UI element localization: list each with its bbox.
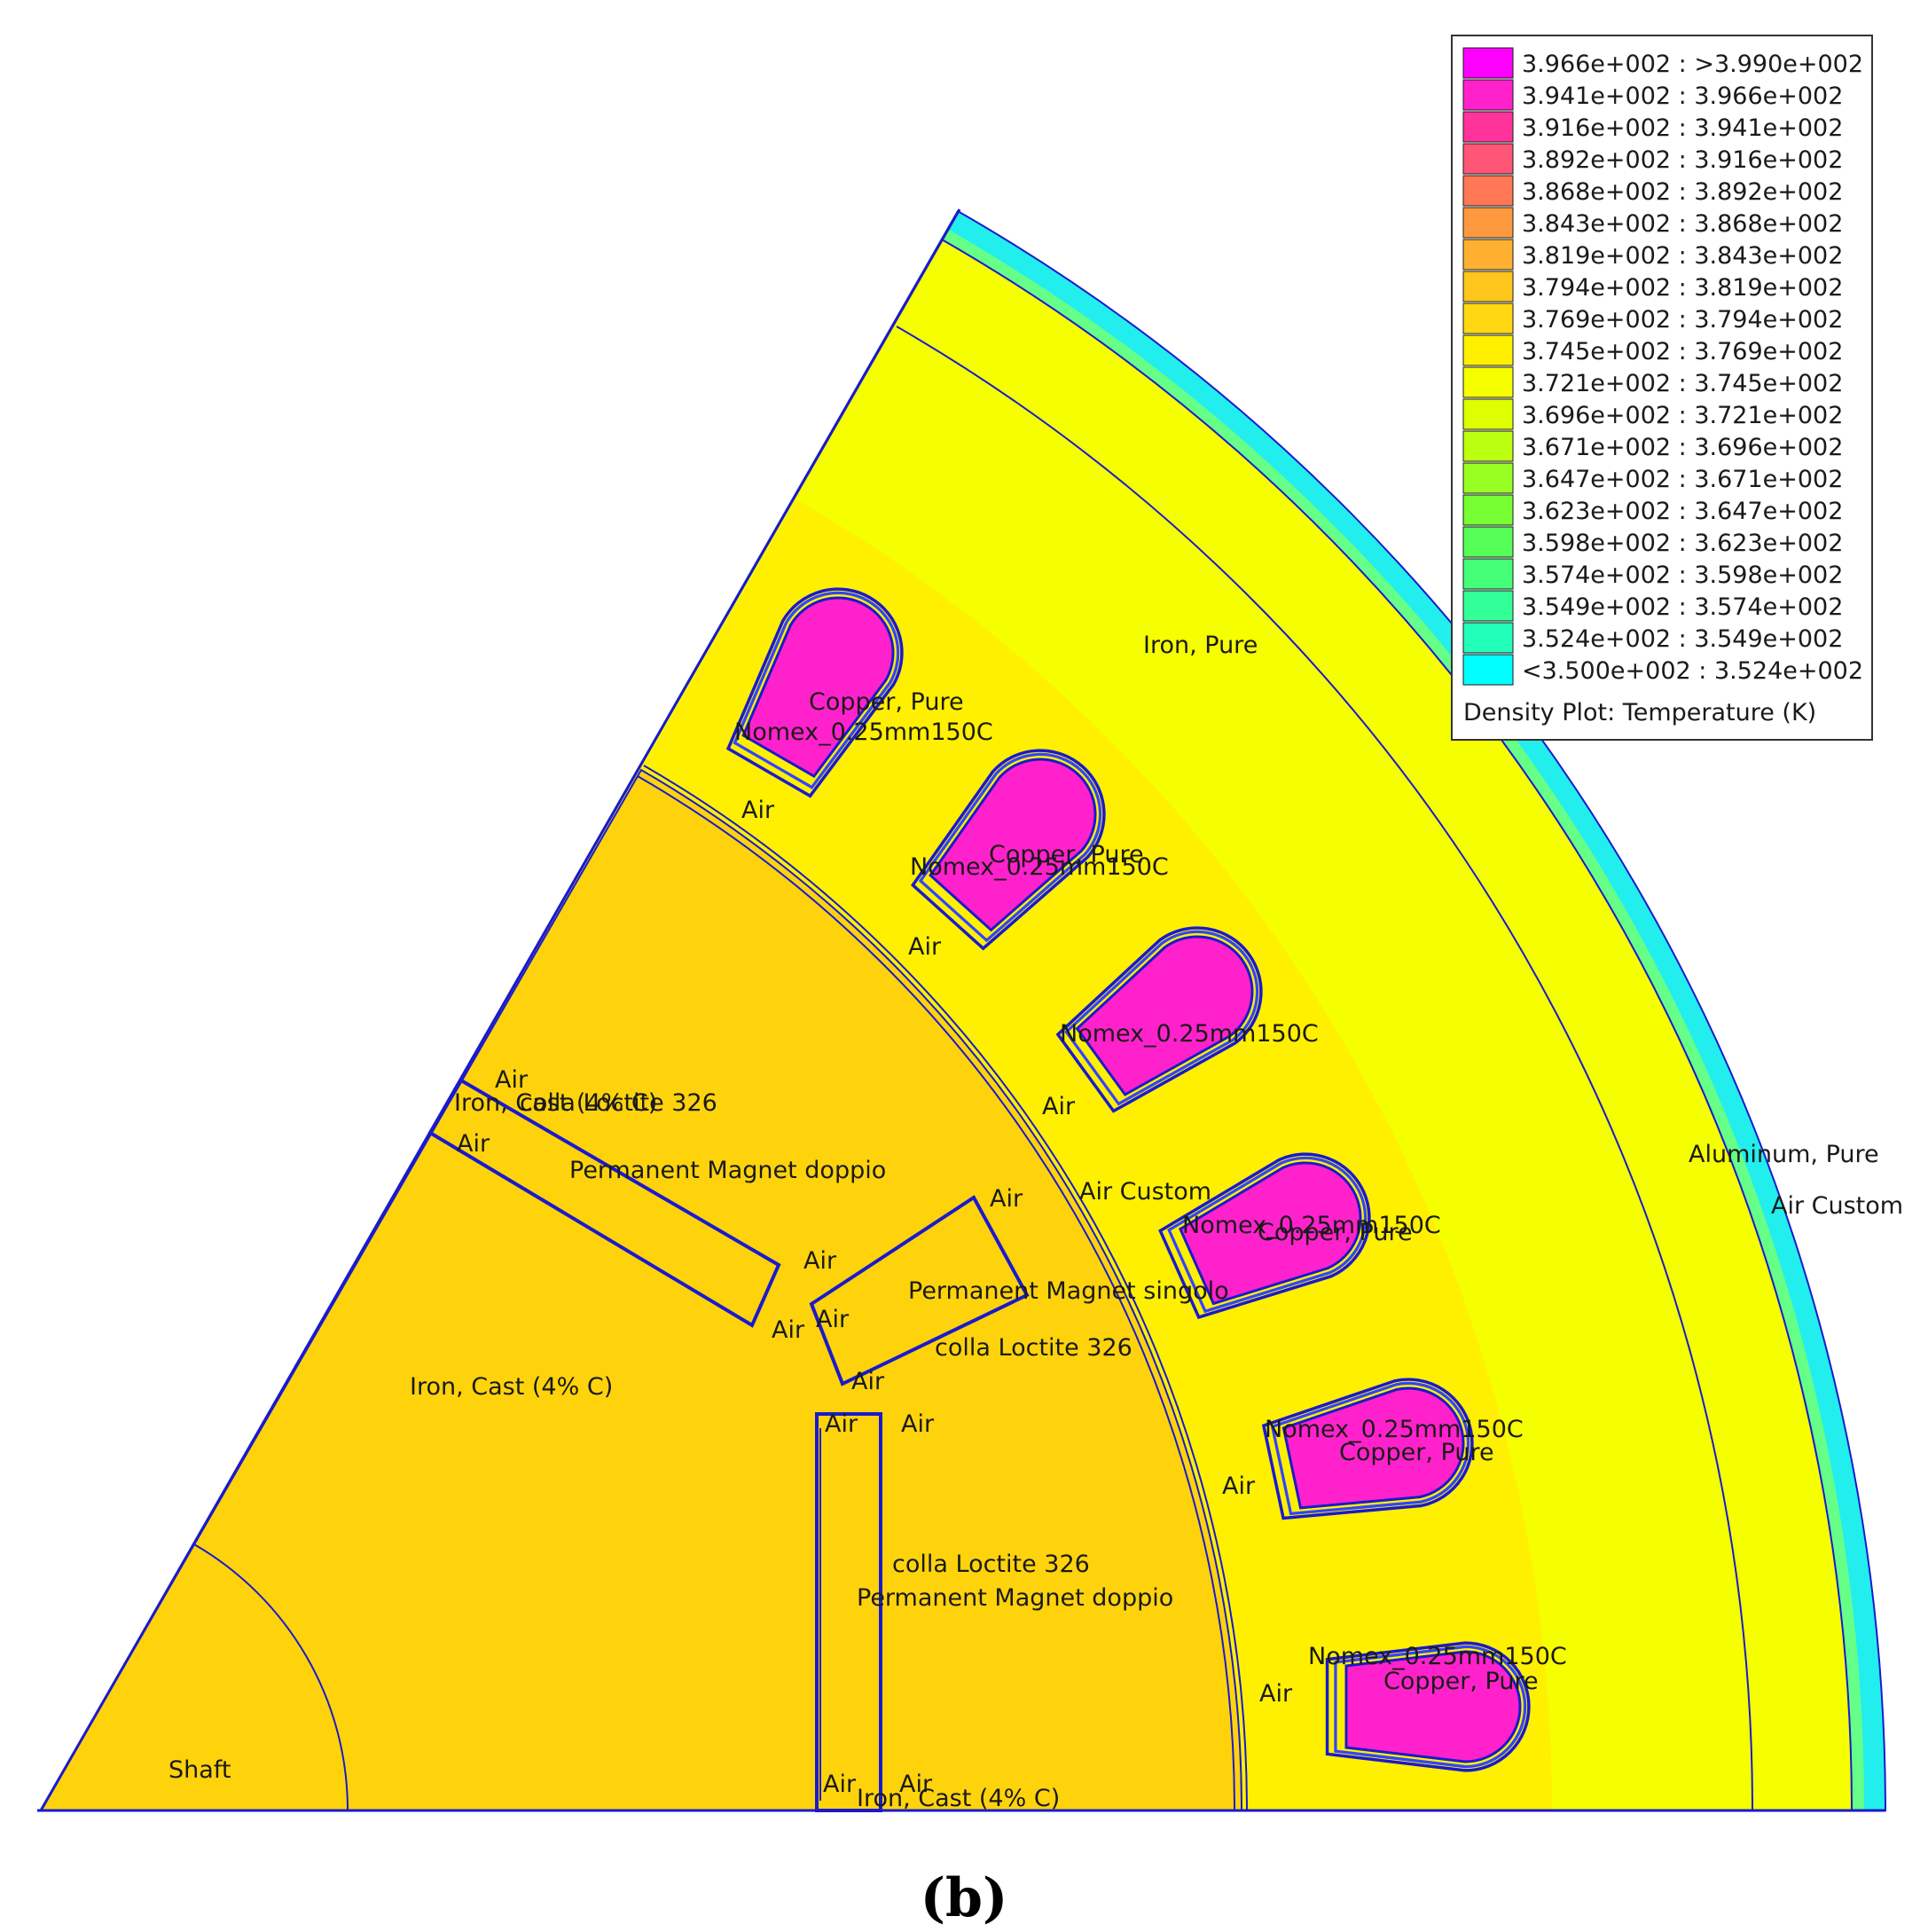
label-iron-cast-bottom: Iron, Cast (4% C) (857, 1785, 1060, 1812)
label-nomex-2: Nomex_0.25mm150C (910, 853, 1169, 881)
label-pm-singolo: Permanent Magnet singolo (908, 1277, 1229, 1305)
air-gap-outer-line (643, 765, 1248, 1811)
legend-label-12: 3.696e+002 : 3.721e+002 (1522, 402, 1843, 429)
label-air-top-3: Air (990, 1185, 1023, 1213)
legend-swatch-6 (1462, 207, 1514, 239)
label-copper-pure-4: Copper, Pure (1258, 1219, 1413, 1246)
temperature-legend: 3.966e+002 : >3.990e+002 3.941e+002 : 3.9… (1451, 35, 1873, 741)
label-nomex-3: Nomex_0.25mm150C (1060, 1020, 1319, 1048)
legend-label-19: 3.524e+002 : 3.549e+002 (1522, 625, 1843, 653)
label-pm-doppio-1: Permanent Magnet doppio (569, 1157, 886, 1184)
magnet-pocket-upper (427, 1078, 781, 1328)
legend-label-4: 3.892e+002 : 3.916e+002 (1522, 146, 1843, 174)
legend-label-5: 3.868e+002 : 3.892e+002 (1522, 178, 1843, 206)
magnet-pocket-vertical (815, 1412, 882, 1812)
legend-label-8: 3.794e+002 : 3.819e+002 (1522, 274, 1843, 302)
legend-swatch-7 (1462, 239, 1514, 271)
label-air-top-2: Air (457, 1130, 490, 1158)
label-air-custom-outer: Air Custom (1771, 1192, 1903, 1220)
label-air-top-4: Air (803, 1247, 837, 1275)
label-shaft: Shaft (169, 1756, 231, 1784)
stator-yoke-line (896, 326, 1754, 1811)
legend-label-10: 3.745e+002 : 3.769e+002 (1522, 338, 1843, 365)
label-colla-2: colla Loctite 326 (892, 1551, 1090, 1578)
label-air-3: Air (1042, 1093, 1076, 1120)
legend-label-7: 3.819e+002 : 3.843e+002 (1522, 242, 1843, 270)
label-iron-cast: Iron, Cast (4% C) (410, 1373, 613, 1401)
label-air-top-7: Air (851, 1368, 885, 1395)
legend-swatch-5 (1462, 175, 1514, 207)
label-air-top-6: Air (772, 1316, 805, 1344)
legend-label-11: 3.721e+002 : 3.745e+002 (1522, 370, 1843, 397)
label-air-top-8: Air (825, 1410, 858, 1438)
legend-swatch-10 (1462, 334, 1514, 366)
legend-swatch-17 (1462, 558, 1514, 590)
label-pm-doppio-2: Permanent Magnet doppio (857, 1584, 1173, 1612)
label-colla-1: colla Loctite 326 (935, 1334, 1133, 1362)
legend-label-2: 3.941e+002 : 3.966e+002 (1522, 82, 1843, 110)
legend-swatch-18 (1462, 590, 1514, 622)
legend-swatch-8 (1462, 271, 1514, 302)
label-air-bottom-2: Air (899, 1771, 933, 1798)
label-iron-cast-top: Iron, Cast (4% C) (454, 1089, 657, 1117)
label-air-1: Air (741, 797, 775, 824)
label-copper-pure-2: Copper, Pure (989, 841, 1144, 868)
figure-caption: (b) (921, 1867, 1008, 1929)
label-colla-top: colla Loctite 326 (520, 1089, 717, 1117)
label-air-top-5: Air (816, 1306, 850, 1333)
legend-swatch-15 (1462, 494, 1514, 526)
label-air-top-1: Air (495, 1066, 529, 1094)
legend-label-17: 3.574e+002 : 3.598e+002 (1522, 562, 1843, 589)
legend-caption: Density Plot: Temperature (K) (1463, 699, 1816, 726)
legend-swatch-1 (1462, 47, 1514, 79)
label-air-top-9: Air (901, 1410, 935, 1438)
rotor-region (39, 768, 1243, 1811)
label-aluminum: Aluminum, Pure (1689, 1141, 1879, 1168)
label-nomex-4: Nomex_0.25mm150C (1182, 1212, 1441, 1239)
label-nomex-6: Nomex_0.25mm150C (1308, 1643, 1567, 1670)
shaft-outline (193, 1543, 349, 1811)
legend-swatch-16 (1462, 526, 1514, 558)
legend-swatch-13 (1462, 430, 1514, 462)
legend-swatch-11 (1462, 366, 1514, 398)
label-air-6: Air (1259, 1680, 1293, 1708)
legend-label-1: 3.966e+002 : >3.990e+002 (1522, 51, 1863, 78)
label-air-5: Air (1222, 1473, 1256, 1500)
air-gap-line (637, 775, 1235, 1811)
legend-label-18: 3.549e+002 : 3.574e+002 (1522, 593, 1843, 621)
label-air-2: Air (908, 933, 942, 961)
legend-label-16: 3.598e+002 : 3.623e+002 (1522, 530, 1843, 557)
legend-label-13: 3.671e+002 : 3.696e+002 (1522, 434, 1843, 461)
label-air-bottom-1: Air (823, 1771, 857, 1798)
legend-frame (1451, 35, 1873, 741)
legend-label-20: <3.500e+002 : 3.524e+002 (1522, 657, 1863, 685)
diagonal-boundary (39, 208, 961, 1811)
label-copper-pure-6: Copper, Pure (1383, 1668, 1539, 1695)
legend-swatch-19 (1462, 622, 1514, 654)
legend-swatch-12 (1462, 398, 1514, 430)
legend-swatch-3 (1462, 111, 1514, 143)
legend-label-14: 3.647e+002 : 3.671e+002 (1522, 466, 1843, 493)
legend-swatch-9 (1462, 302, 1514, 334)
legend-swatch-4 (1462, 143, 1514, 175)
label-nomex-5: Nomex_0.25mm150C (1265, 1416, 1524, 1443)
magnet-pocket-middle (809, 1195, 1030, 1386)
legend-swatch-14 (1462, 462, 1514, 494)
legend-label-3: 3.916e+002 : 3.941e+002 (1522, 114, 1843, 142)
legend-swatch-20 (1462, 654, 1514, 686)
label-air-custom: Air Custom (1079, 1178, 1211, 1206)
label-nomex-1: Nomex_0.25mm150C (734, 719, 993, 746)
rotor-magnets (427, 1078, 1030, 1812)
label-copper-pure-1: Copper, Pure (809, 688, 964, 716)
label-copper-pure-5: Copper, Pure (1339, 1439, 1494, 1466)
legend-swatch-2 (1462, 79, 1514, 111)
legend-label-9: 3.769e+002 : 3.794e+002 (1522, 306, 1843, 334)
legend-label-15: 3.623e+002 : 3.647e+002 (1522, 498, 1843, 525)
legend-label-6: 3.843e+002 : 3.868e+002 (1522, 210, 1843, 238)
label-iron-pure: Iron, Pure (1143, 632, 1258, 659)
region-labels: Iron, Pure Copper, Pure Nomex_0.25mm150C… (169, 632, 1903, 1812)
